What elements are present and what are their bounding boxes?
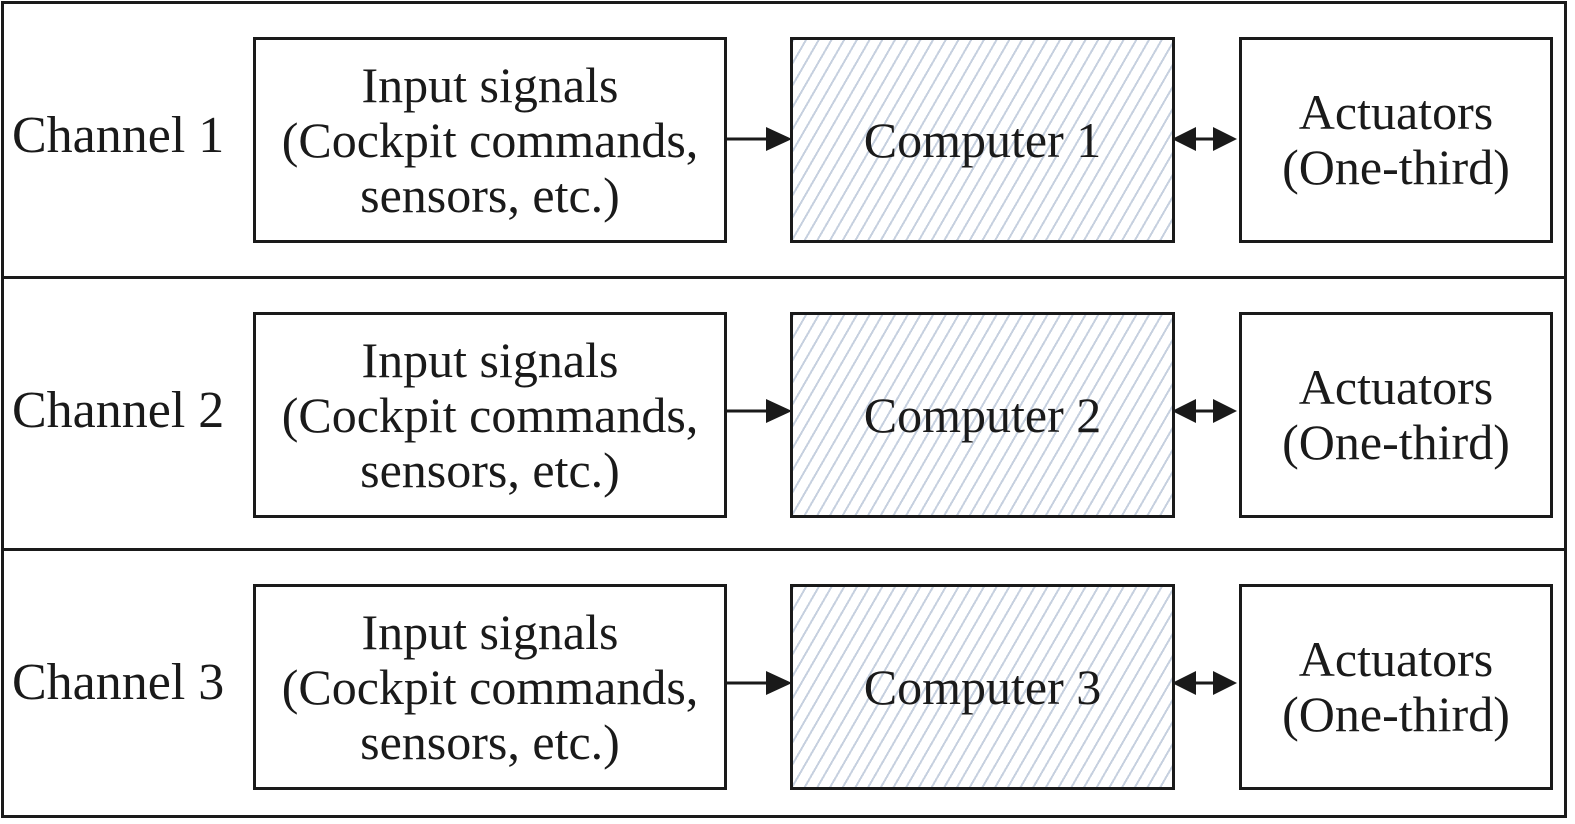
computer-label: Computer 3 [863,658,1102,715]
input-title: Input signals [361,603,619,660]
input-signals-box: Input signals (Cockpit commands, sensors… [253,312,727,518]
computer-actuator-bidirectional-arrow [1172,671,1237,695]
actuators-box: Actuators (One-third) [1239,584,1553,790]
input-to-computer-arrow [724,127,792,151]
actuators-box: Actuators (One-third) [1239,37,1553,243]
computer-box: Computer 1 [790,37,1175,243]
input-detail: (Cockpit commands, [281,386,699,443]
channel-label: Channel 2 [12,382,225,439]
computer-actuator-bidirectional-arrow [1172,127,1237,151]
actuator-title: Actuators [1298,359,1494,415]
input-to-computer-arrow [724,399,792,423]
computer-actuator-bidirectional-arrow [1172,399,1237,423]
channel-row-3: Channel 3 Input signals (Cockpit command… [4,548,1564,818]
actuator-detail: (One-third) [1282,414,1510,470]
input-detail-2: sensors, etc.) [360,166,620,223]
channel-label: Channel 1 [12,107,225,164]
input-to-computer-arrow [724,671,792,695]
channel-row-1: Channel 1 Input signals (Cockpit command… [4,4,1564,276]
computer-label: Computer 1 [863,111,1102,168]
input-detail-2: sensors, etc.) [360,713,620,770]
input-signals-box: Input signals (Cockpit commands, sensors… [253,584,727,790]
input-detail: (Cockpit commands, [281,658,699,715]
computer-box: Computer 2 [790,312,1175,518]
actuator-title: Actuators [1298,631,1494,687]
actuator-detail: (One-third) [1282,139,1510,195]
input-detail: (Cockpit commands, [281,111,699,168]
actuator-detail: (One-third) [1282,686,1510,742]
channel-label: Channel 3 [12,654,225,711]
computer-box: Computer 3 [790,584,1175,790]
channel-row-2: Channel 2 Input signals (Cockpit command… [4,276,1564,548]
input-detail-2: sensors, etc.) [360,441,620,498]
input-title: Input signals [361,331,619,388]
input-title: Input signals [361,56,619,113]
computer-label: Computer 2 [863,386,1102,443]
actuators-box: Actuators (One-third) [1239,312,1553,518]
input-signals-box: Input signals (Cockpit commands, sensors… [253,37,727,243]
actuator-title: Actuators [1298,84,1494,140]
